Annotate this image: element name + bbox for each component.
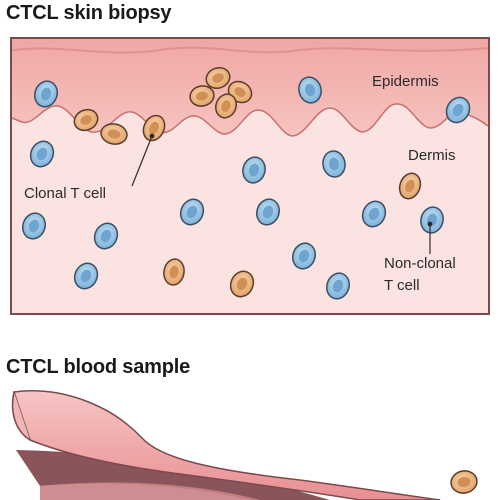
nonclonal-t-cell <box>21 212 47 240</box>
clonal-t-cell <box>100 123 128 145</box>
clonal-t-cell-label: Clonal T cell <box>24 185 106 202</box>
clonal-leader-dot <box>149 133 155 139</box>
clonal-t-cell <box>450 470 478 494</box>
dermis-label: Dermis <box>408 147 456 164</box>
nonclonal-t-cell <box>255 198 281 226</box>
epidermis-label: Epidermis <box>372 73 439 90</box>
nonclonal-t-cell <box>29 140 55 168</box>
nonclonal-t-cell <box>325 272 351 300</box>
nonclonal-t-cell <box>298 76 322 104</box>
vessel-wall <box>13 390 441 500</box>
clonal-t-cell <box>163 258 185 286</box>
nonclonal-label-line2: T cell <box>384 277 420 294</box>
nonclonal-t-cell <box>179 198 205 226</box>
nonclonal-cells <box>21 76 471 300</box>
nonclonal-t-cell <box>361 200 387 228</box>
annotations: Epidermis Dermis Clonal T cell Non-clona… <box>24 73 456 294</box>
clonal-t-cell <box>205 66 231 90</box>
blood-panel-title: CTCL blood sample <box>6 356 191 378</box>
biopsy-panel-title: CTCL skin biopsy <box>6 2 172 24</box>
nonclonal-t-cell <box>291 242 317 270</box>
clonal-t-cell <box>229 270 255 298</box>
nonclonal-t-cell <box>93 222 119 250</box>
nonclonal-label-line1: Non-clonal <box>384 255 456 272</box>
vessel-lower-wall <box>40 482 260 500</box>
nonclonal-t-cell <box>33 80 59 108</box>
skin-surface-edge <box>11 46 489 54</box>
nonclonal-t-cell <box>322 150 346 178</box>
vessel-cut-edge <box>11 391 31 441</box>
clonal-t-cell <box>189 85 215 107</box>
clonal-t-cell <box>398 172 422 200</box>
clonal-t-cell <box>142 114 166 142</box>
nonclonal-t-cell <box>242 156 266 184</box>
nonclonal-leader-dot <box>427 221 433 227</box>
clonal-t-cell <box>214 93 238 119</box>
clonal-t-cell <box>73 108 99 132</box>
nonclonal-t-cell <box>445 96 471 124</box>
clonal-leader-line <box>131 135 153 187</box>
nonclonal-t-cell <box>73 262 99 290</box>
dermal-epidermal-junction <box>11 103 489 137</box>
blood-vessel <box>11 390 441 500</box>
vessel-inner-lumen <box>16 450 330 500</box>
clonal-cells <box>73 66 478 494</box>
